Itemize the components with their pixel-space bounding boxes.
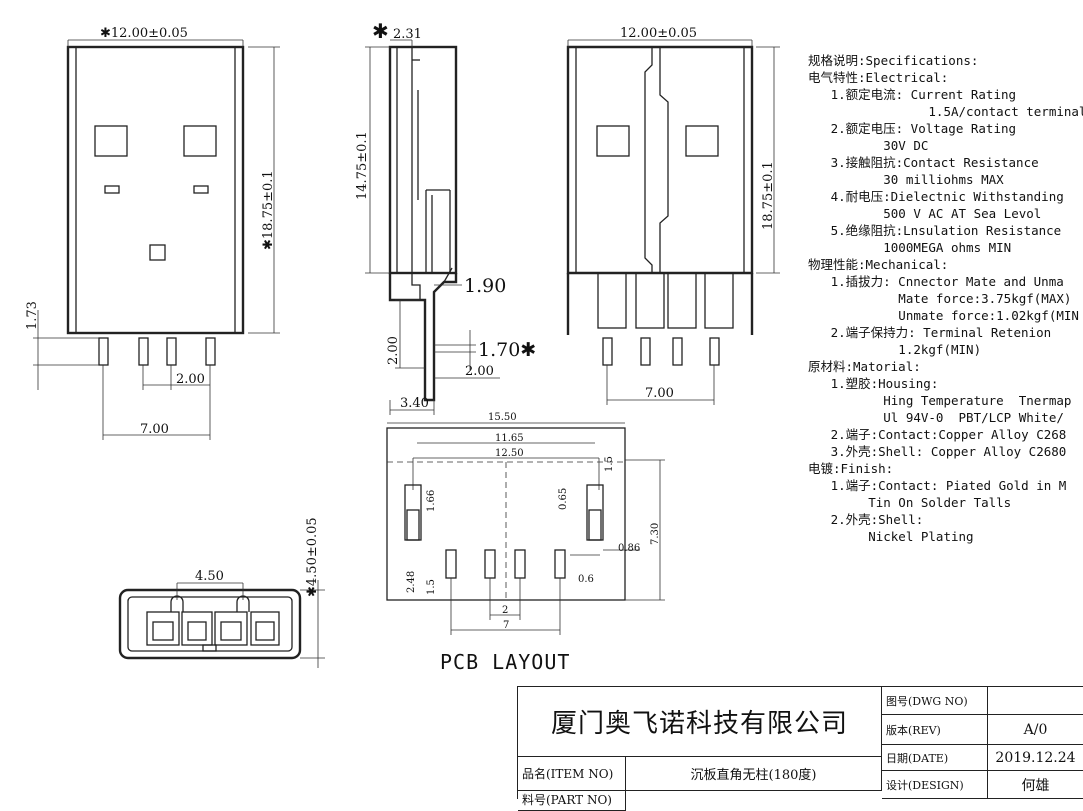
dim-side-top: 2.31 — [393, 27, 422, 42]
dim-side-star: ✱ — [372, 19, 389, 43]
dim-pcb-15a: 1.5 — [604, 456, 615, 472]
spec-line: 1.额定电流: Current Rating — [808, 87, 1017, 102]
dim-end-pitch: 4.50 — [195, 569, 224, 584]
end-view — [118, 580, 325, 668]
dim-pcb-7: 7 — [503, 620, 509, 631]
spec-line: 30 milliohms MAX — [808, 172, 1004, 187]
dim-pcb-1165: 11.65 — [495, 433, 524, 444]
dim-pcb-1550: 15.50 — [488, 412, 517, 423]
item-label: 品名(ITEM NO) — [518, 757, 626, 791]
spec-line: 2.端子:Contact:Copper Alloy C268 — [808, 427, 1067, 442]
item-value: 沉板直角无柱(180度) — [626, 757, 882, 791]
spec-line: 1.插拔力: Cnnector Mate and Unma — [808, 274, 1064, 289]
dim-pcb-2: 2 — [502, 605, 508, 616]
specifications-block: 规格说明:Specifications: 电气特性:Electrical: 1.额… — [808, 52, 1083, 545]
pcb-layout — [386, 422, 665, 635]
spec-line: 电气特性:Electrical: — [808, 70, 949, 85]
dim-pcb-166: 1.66 — [426, 490, 437, 512]
spec-line: 物理性能:Mechanical: — [808, 257, 949, 272]
spec-line: Ul 94V-0 PBT/LCP White/ — [808, 410, 1064, 425]
spec-line: 1.2kgf(MIN) — [808, 342, 982, 357]
company-name: 厦门奥飞诺科技有限公司 — [518, 687, 882, 757]
spec-line: 2.额定电压: Voltage Rating — [808, 121, 1017, 136]
design-value: 何雄 — [988, 771, 1083, 799]
dim-back-height: 18.75±0.1 — [761, 161, 776, 230]
title-block: 厦门奥飞诺科技有限公司 图号(DWG NO) 版本(REV) A/0 日期(DA… — [517, 686, 1083, 811]
rev-label: 版本(REV) — [882, 715, 988, 745]
spec-line: Unmate force:1.02kgf(MIN — [808, 308, 1079, 323]
back-view — [566, 39, 780, 405]
date-label: 日期(DATE) — [882, 745, 988, 771]
spec-line: Nickel Plating — [808, 529, 974, 544]
dim-pcb-15b: 1.5 — [426, 579, 437, 595]
dim-front-span: 7.00 — [140, 422, 169, 437]
front-view — [33, 39, 280, 440]
dim-pcb-065: 0.65 — [558, 488, 569, 510]
spec-line: 1000MEGA ohms MIN — [808, 240, 1012, 255]
dim-pcb-1250: 12.50 — [495, 448, 524, 459]
spec-line: 电镀:Finish: — [808, 461, 894, 476]
dim-front-leg: 1.73 — [25, 301, 40, 330]
spec-line: 4.耐电压:Dielectnic Withstanding — [808, 189, 1064, 204]
spec-line: 1.塑胶:Housing: — [808, 376, 939, 391]
spec-line: 1.端子:Contact: Piated Gold in M — [808, 478, 1067, 493]
dim-side-170: 1.70✱ — [478, 339, 536, 361]
dim-front-width: ✱12.00±0.05 — [100, 26, 188, 41]
spec-line: 30V DC — [808, 138, 929, 153]
spec-line: 规格说明:Specifications: — [808, 53, 979, 68]
spec-line: 3.接触阻抗:Contact Resistance — [808, 155, 1039, 170]
side-view — [365, 39, 500, 415]
dim-pcb-248: 2.48 — [406, 571, 417, 593]
date-value: 2019.12.24 — [988, 745, 1083, 771]
dim-front-height: ✱18.75±0.1 — [261, 170, 276, 250]
spec-line: 原材料:Matorial: — [808, 359, 921, 374]
spec-line: Hing Temperature Tnermap — [808, 393, 1072, 408]
dim-side-height: 14.75±0.1 — [355, 131, 370, 200]
dim-pcb-06: 0.6 — [578, 574, 594, 585]
dim-side-200h: 2.00 — [465, 364, 494, 379]
dim-pcb-086: 0.86 — [618, 543, 640, 554]
dim-back-width: 12.00±0.05 — [620, 26, 697, 41]
dim-side-200v: 2.00 — [386, 336, 401, 365]
pcb-layout-caption: PCB LAYOUT — [440, 650, 571, 674]
spec-line: Tin On Solder Talls — [808, 495, 1012, 510]
dim-end-height: ✱4.50±0.05 — [305, 517, 320, 597]
drawing-no-label: 图号(DWG NO) — [882, 687, 988, 715]
spec-line: 500 V AC AT Sea Levol — [808, 206, 1042, 221]
spec-line: 3.外壳:Shell: Copper Alloy C2680 — [808, 444, 1067, 459]
dim-side-190: 1.90 — [464, 275, 506, 297]
spec-line: 2.外壳:Shell: — [808, 512, 924, 527]
dim-pcb-730: 7.30 — [650, 523, 661, 545]
spec-line: 5.绝缘阻抗:Lnsulation Resistance — [808, 223, 1062, 238]
spec-line: Mate force:3.75kgf(MAX) — [808, 291, 1072, 306]
rev-value: A/0 — [988, 715, 1083, 745]
part-label: 料号(PART NO) — [518, 791, 626, 811]
spec-line: 1.5A/contact terminal — [808, 104, 1083, 119]
dim-front-pitch: 2.00 — [176, 372, 205, 387]
dim-side-340: 3.40 — [400, 396, 429, 411]
spec-line: 2.端子保持力: Terminal Retenion — [808, 325, 1052, 340]
design-label: 设计(DESIGN) — [882, 771, 988, 799]
drawing-no-value — [988, 687, 1083, 715]
dim-back-span: 7.00 — [645, 386, 674, 401]
